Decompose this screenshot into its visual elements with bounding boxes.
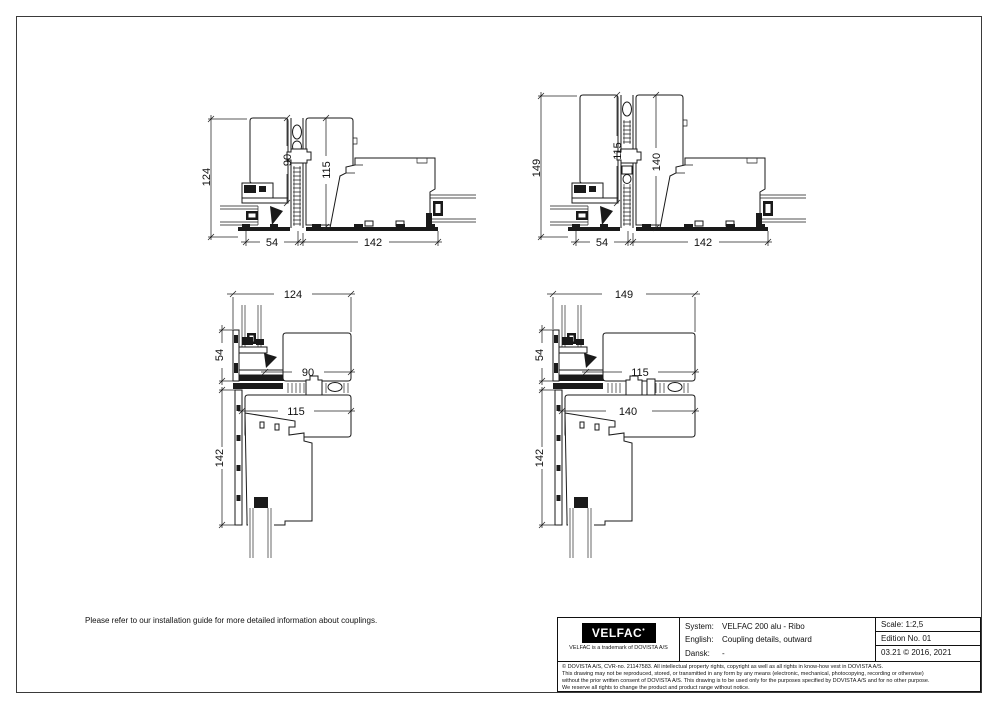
logo-cell: VELFAC• VELFAC is a trademark of DOVISTA…: [558, 618, 680, 661]
info-row-english: English: Coupling details, outward: [685, 633, 875, 646]
dim-label-overall: 124: [284, 289, 302, 301]
info-label: System:: [685, 622, 714, 631]
dim-label-inner-a: 90: [282, 154, 294, 166]
logo-text: VELFAC: [591, 626, 643, 640]
copyright-block: © DOVISTA A/S, CVR-no. 21147583. All int…: [558, 661, 980, 694]
installation-note: Please refer to our installation guide f…: [85, 616, 378, 625]
dim-label-overall: 149: [531, 159, 543, 177]
dim-label-width-b: 142: [364, 237, 382, 249]
info-row-dansk: Dansk: -: [685, 647, 875, 660]
system-info-cell: System: VELFAC 200 alu - Ribo English: Cou…: [680, 618, 876, 661]
sash-and-glazing-left: [220, 182, 290, 231]
sill-profile: [636, 157, 768, 231]
info-value: -: [722, 648, 725, 658]
sill-profile: [306, 157, 438, 231]
jamb-profile: [554, 389, 633, 558]
dim-label-inner-b: 115: [321, 161, 333, 179]
dim-label-width-a: 54: [266, 237, 278, 249]
sash-and-glazing-left: [550, 182, 620, 231]
dimensions: 149 54 142 115 140: [534, 289, 700, 529]
dimensions: 124 90 115 54 142: [201, 114, 442, 249]
dim-label-inner-a: 115: [631, 367, 649, 379]
logo-mark-icon: •: [642, 627, 646, 634]
title-block: VELFAC• VELFAC is a trademark of DOVISTA…: [557, 617, 981, 692]
copyright-line: We reserve all rights to change the prod…: [562, 684, 750, 691]
info-label: Dansk:: [685, 648, 710, 658]
edition-row: Edition No. 01: [876, 632, 980, 646]
title-block-header: VELFAC• VELFAC is a trademark of DOVISTA…: [558, 618, 980, 661]
drawing-bottom-left-section: 124 54 142 90 115: [214, 289, 355, 558]
jamb-profile: [234, 389, 313, 558]
copyright-line: This drawing may not be reproduced, stor…: [562, 670, 924, 677]
dim-label-side: 142: [214, 449, 226, 467]
frame-upper: [552, 329, 696, 382]
drawing-bottom-right-section: 149 54 142 115 140: [534, 289, 700, 558]
dim-label-side: 142: [534, 449, 546, 467]
date-row: 03.21 © 2016, 2021: [881, 647, 952, 657]
trademark-note: VELFAC is a trademark of DOVISTA A/S: [569, 645, 668, 651]
dim-label-inner-b: 140: [651, 153, 663, 171]
info-value: VELFAC 200 alu - Ribo: [722, 622, 805, 631]
dim-label-inner-b: 115: [287, 406, 305, 418]
drawing-top-right-section: 149 115 140 54 142: [531, 91, 806, 249]
coupling-profiles: [579, 94, 688, 228]
dim-label-width-a: 54: [596, 237, 608, 249]
dim-label-inner-a: 90: [302, 367, 314, 379]
glazing-right: [756, 194, 806, 227]
dimensions: 149 115 140 54 142: [531, 91, 772, 249]
info-value: Coupling details, outward: [722, 635, 812, 645]
dim-label-overall: 124: [201, 168, 213, 186]
info-label: English:: [685, 635, 714, 645]
velfac-logo: VELFAC•: [581, 623, 656, 643]
dim-label-top: 54: [214, 349, 226, 361]
dim-label-inner-b: 140: [619, 406, 637, 418]
frame-upper: [232, 329, 352, 382]
coupling-strip: [233, 375, 349, 401]
dim-label-inner-a: 115: [612, 142, 624, 160]
sheet-border-frame: [16, 16, 982, 693]
dim-label-top: 54: [534, 349, 546, 361]
info-row-system: System: VELFAC 200 alu - Ribo: [685, 620, 875, 633]
dim-label-width-b: 142: [694, 237, 712, 249]
dimensions: 124 54 142 90 115: [214, 289, 355, 529]
copyright-line: without the prior written consent of DOV…: [562, 677, 930, 684]
copyright-line: © DOVISTA A/S, CVR-no. 21147583. All int…: [562, 664, 884, 670]
scale-row: Scale: 1:2,5: [876, 618, 980, 632]
drawing-top-left-section: 124 90 115 54 142: [201, 114, 476, 249]
meta-cell: Scale: 1:2,5 Edition No. 01 03.21 © 2016…: [876, 618, 980, 661]
glazing-right: [426, 194, 476, 227]
dim-label-overall: 149: [615, 289, 633, 301]
